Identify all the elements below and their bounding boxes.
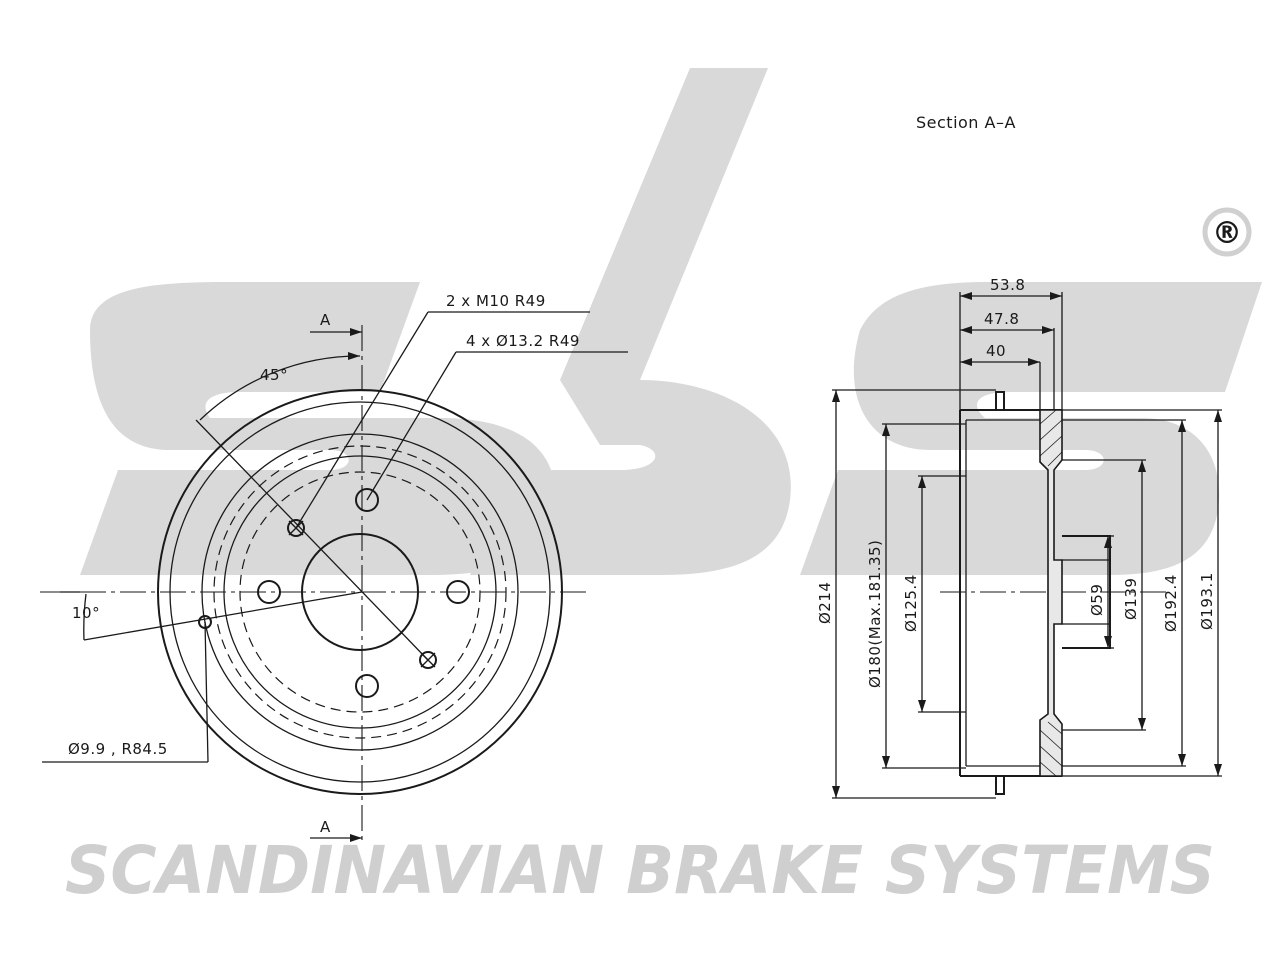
bolt-hole-right xyxy=(446,580,470,604)
bolt-hole-top xyxy=(355,488,379,512)
diameter-214: Ø214 xyxy=(816,582,834,624)
section-view: Section A–A xyxy=(816,113,1222,799)
width-40: 40 xyxy=(986,342,1006,360)
threaded-hole xyxy=(287,519,305,537)
callout-holes: 4 x Ø13.2 R49 xyxy=(466,332,580,350)
sbs-logo-watermark: ® xyxy=(80,68,1262,575)
angle-10-label: 10° xyxy=(72,604,100,622)
callout-small-hole: Ø9.9 , R84.5 xyxy=(68,740,168,758)
width-538: 53.8 xyxy=(990,276,1025,294)
angle-45-label: 45° xyxy=(260,366,288,384)
diameter-180: Ø180(Max.181.35) xyxy=(866,540,884,688)
section-title: Section A–A xyxy=(916,113,1016,132)
callout-threads: 2 x M10 R49 xyxy=(446,292,546,310)
diameter-59: Ø59 xyxy=(1088,584,1106,616)
diameter-1931: Ø193.1 xyxy=(1198,572,1216,630)
width-478: 47.8 xyxy=(984,310,1019,328)
diameter-139: Ø139 xyxy=(1122,578,1140,620)
bolt-hole-bottom xyxy=(355,674,379,698)
front-view: A A 45° 10° 2 x M10 R49 4 x Ø13.2 R49 Ø9… xyxy=(40,292,628,845)
bolt-hole-left xyxy=(257,580,281,604)
section-marker-bottom: A xyxy=(320,818,331,836)
brand-banner: SCANDINAVIAN BRAKE SYSTEMS xyxy=(65,832,1215,909)
section-marker-top: A xyxy=(320,311,331,329)
threaded-hole xyxy=(419,651,437,669)
diameter-1924: Ø192.4 xyxy=(1162,574,1180,632)
registered-mark: ® xyxy=(1212,216,1242,251)
diameter-1254: Ø125.4 xyxy=(902,574,920,632)
